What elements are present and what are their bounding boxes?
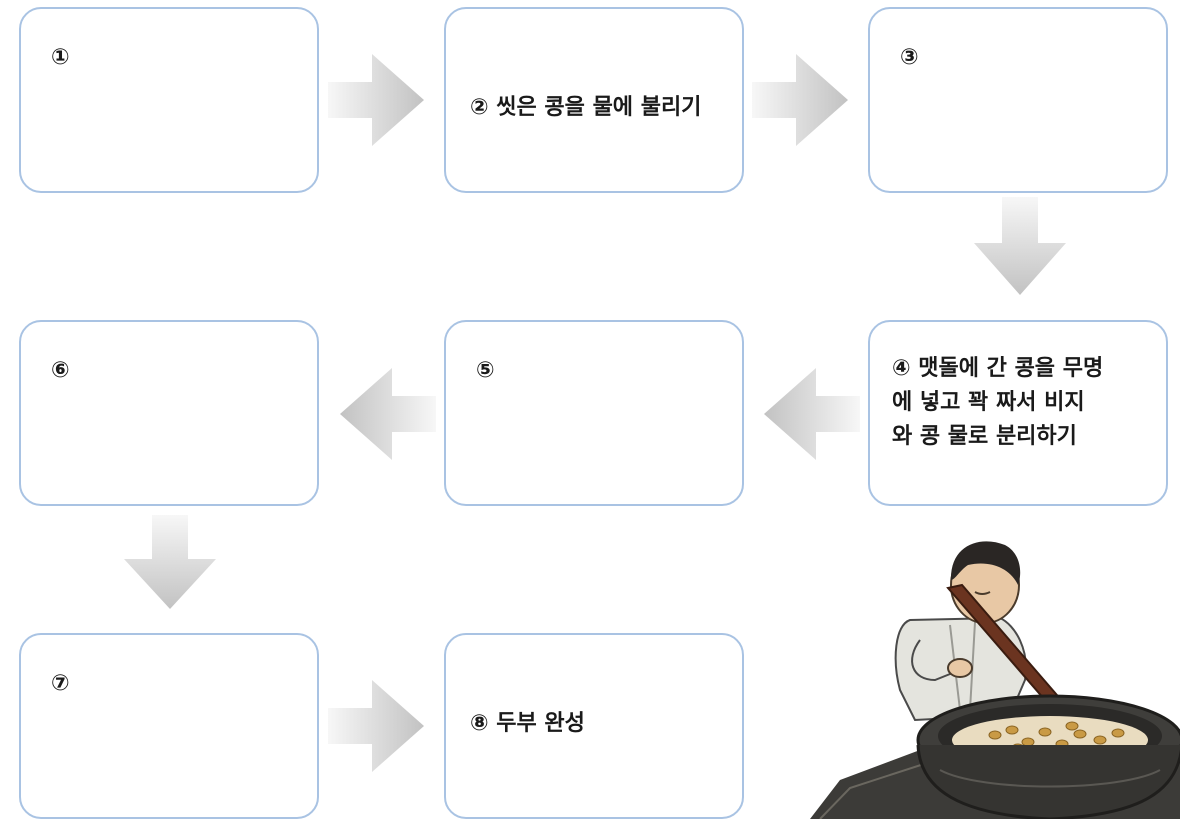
arrow-down-icon <box>974 197 1066 295</box>
step-box-3: ③ <box>868 7 1168 193</box>
arrow-right-icon <box>328 680 424 772</box>
arrow-right-icon <box>752 54 848 146</box>
step-box-5: ⑤ <box>444 320 744 506</box>
step-number-7: ⑦ <box>51 671 70 696</box>
step-box-4: ④ 맷돌에 간 콩을 무명 에 넣고 꽉 짜서 비지 와 콩 물로 분리하기 <box>868 320 1168 506</box>
step-label-8: ⑧ 두부 완성 <box>470 711 585 736</box>
boy-stirring-cauldron-illustration <box>810 541 1180 819</box>
arrow-left-icon <box>340 368 436 460</box>
step-number-6: ⑥ <box>51 358 70 383</box>
step-box-8: ⑧ 두부 완성 <box>444 633 744 819</box>
arrow-down-icon <box>124 515 216 609</box>
step-number-3: ③ <box>900 45 919 70</box>
step-box-1: ① <box>19 7 319 193</box>
step-label-2: ② 씻은 콩을 물에 불리기 <box>470 95 702 120</box>
step-box-2: ② 씻은 콩을 물에 불리기 <box>444 7 744 193</box>
step-box-7: ⑦ <box>19 633 319 819</box>
step-label-4: ④ 맷돌에 간 콩을 무명 에 넣고 꽉 짜서 비지 와 콩 물로 분리하기 <box>892 356 1104 449</box>
arrow-right-icon <box>328 54 424 146</box>
step-number-5: ⑤ <box>476 358 495 383</box>
arrow-left-icon <box>764 368 860 460</box>
step-number-1: ① <box>51 45 70 70</box>
step-box-6: ⑥ <box>19 320 319 506</box>
